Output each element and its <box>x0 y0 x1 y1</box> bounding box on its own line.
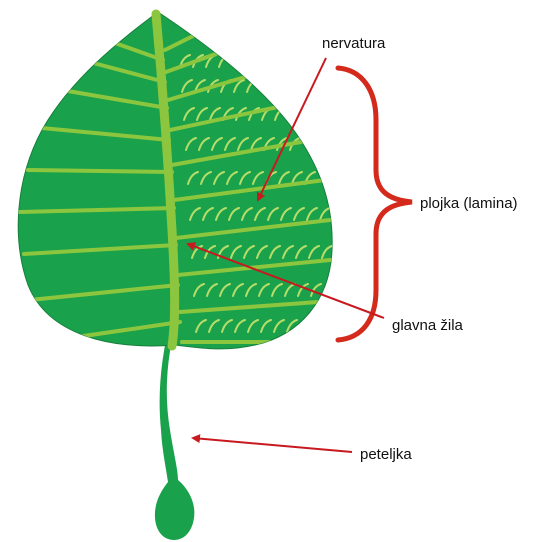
petiole <box>155 340 194 540</box>
label-peteljka: peteljka <box>360 446 412 463</box>
label-glavna-zila: glavna žila <box>392 317 464 334</box>
label-nervatura: nervatura <box>322 35 386 52</box>
arrow-peteljka <box>193 438 352 452</box>
lamina-brace <box>338 68 412 340</box>
label-plojka: plojka (lamina) <box>420 195 518 212</box>
